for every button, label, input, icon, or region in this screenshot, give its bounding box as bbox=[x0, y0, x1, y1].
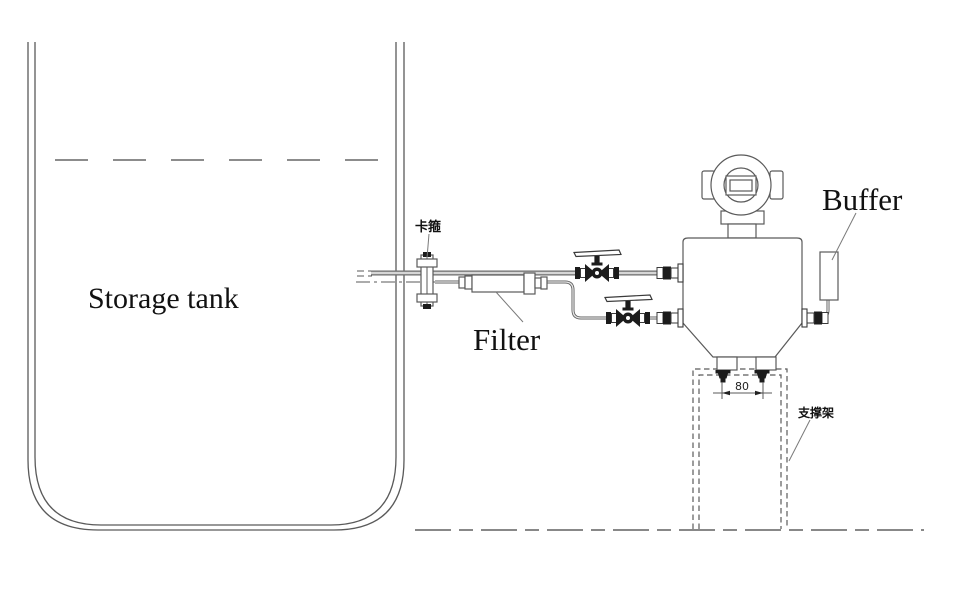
meter-leg-left bbox=[716, 356, 738, 371]
filter-right-union-a bbox=[534, 277, 542, 289]
filter-label: Filter bbox=[473, 322, 541, 357]
storage-tank: Storage tank bbox=[27, 42, 405, 531]
dimension-80: 80 bbox=[713, 380, 772, 399]
flow-meter bbox=[656, 154, 829, 383]
meter-leg-right bbox=[755, 356, 777, 371]
buffer-vessel bbox=[819, 251, 839, 301]
dim-arrow-left bbox=[722, 390, 730, 396]
filter bbox=[458, 272, 548, 295]
head-neck bbox=[727, 223, 757, 239]
storage-tank-label: Storage tank bbox=[88, 282, 239, 315]
display-window-inner bbox=[729, 179, 753, 192]
filter-right-union-b bbox=[540, 276, 548, 290]
meter-body bbox=[682, 237, 803, 358]
anchor-bolt-left bbox=[715, 370, 731, 383]
probe-tube bbox=[356, 270, 437, 283]
tank-inner-wall bbox=[34, 42, 397, 526]
dim-arrow-right bbox=[755, 390, 763, 396]
filter-body bbox=[471, 274, 525, 293]
filter-left-union-b bbox=[464, 275, 473, 290]
filter-end-cap bbox=[523, 272, 536, 295]
support-frame-outer bbox=[692, 368, 788, 529]
support-frame-leader bbox=[788, 419, 811, 462]
outlet-fitting bbox=[801, 308, 829, 328]
support-frame-inner bbox=[698, 374, 782, 529]
filter-leader bbox=[495, 291, 524, 323]
clamp-label: 卡箍 bbox=[415, 219, 441, 235]
clamp bbox=[416, 252, 438, 309]
tank-outer-wall bbox=[27, 42, 405, 531]
upper-shutoff-valve bbox=[573, 249, 622, 283]
buffer-label: Buffer bbox=[822, 182, 903, 217]
filter-left-union-a bbox=[458, 276, 466, 289]
lower-inlet-fitting bbox=[656, 308, 684, 328]
filter-outlet-sbend-core bbox=[544, 281, 660, 319]
clamp-leader bbox=[426, 233, 430, 259]
transmitter-head bbox=[701, 154, 784, 239]
support-frame bbox=[692, 368, 788, 529]
anchor-bolt-right bbox=[754, 370, 770, 383]
head-right-tab bbox=[769, 170, 784, 200]
upper-inlet-fitting bbox=[656, 263, 684, 283]
support-frame-label: 支撑架 bbox=[797, 405, 834, 420]
clamp-bottom-flange bbox=[416, 293, 438, 303]
lower-shutoff-valve bbox=[604, 294, 653, 328]
clamp-top-flange bbox=[416, 258, 438, 268]
dim-value: 80 bbox=[735, 380, 749, 393]
clamp-bottom-nut bbox=[423, 304, 431, 309]
buffer-leader bbox=[831, 212, 857, 261]
